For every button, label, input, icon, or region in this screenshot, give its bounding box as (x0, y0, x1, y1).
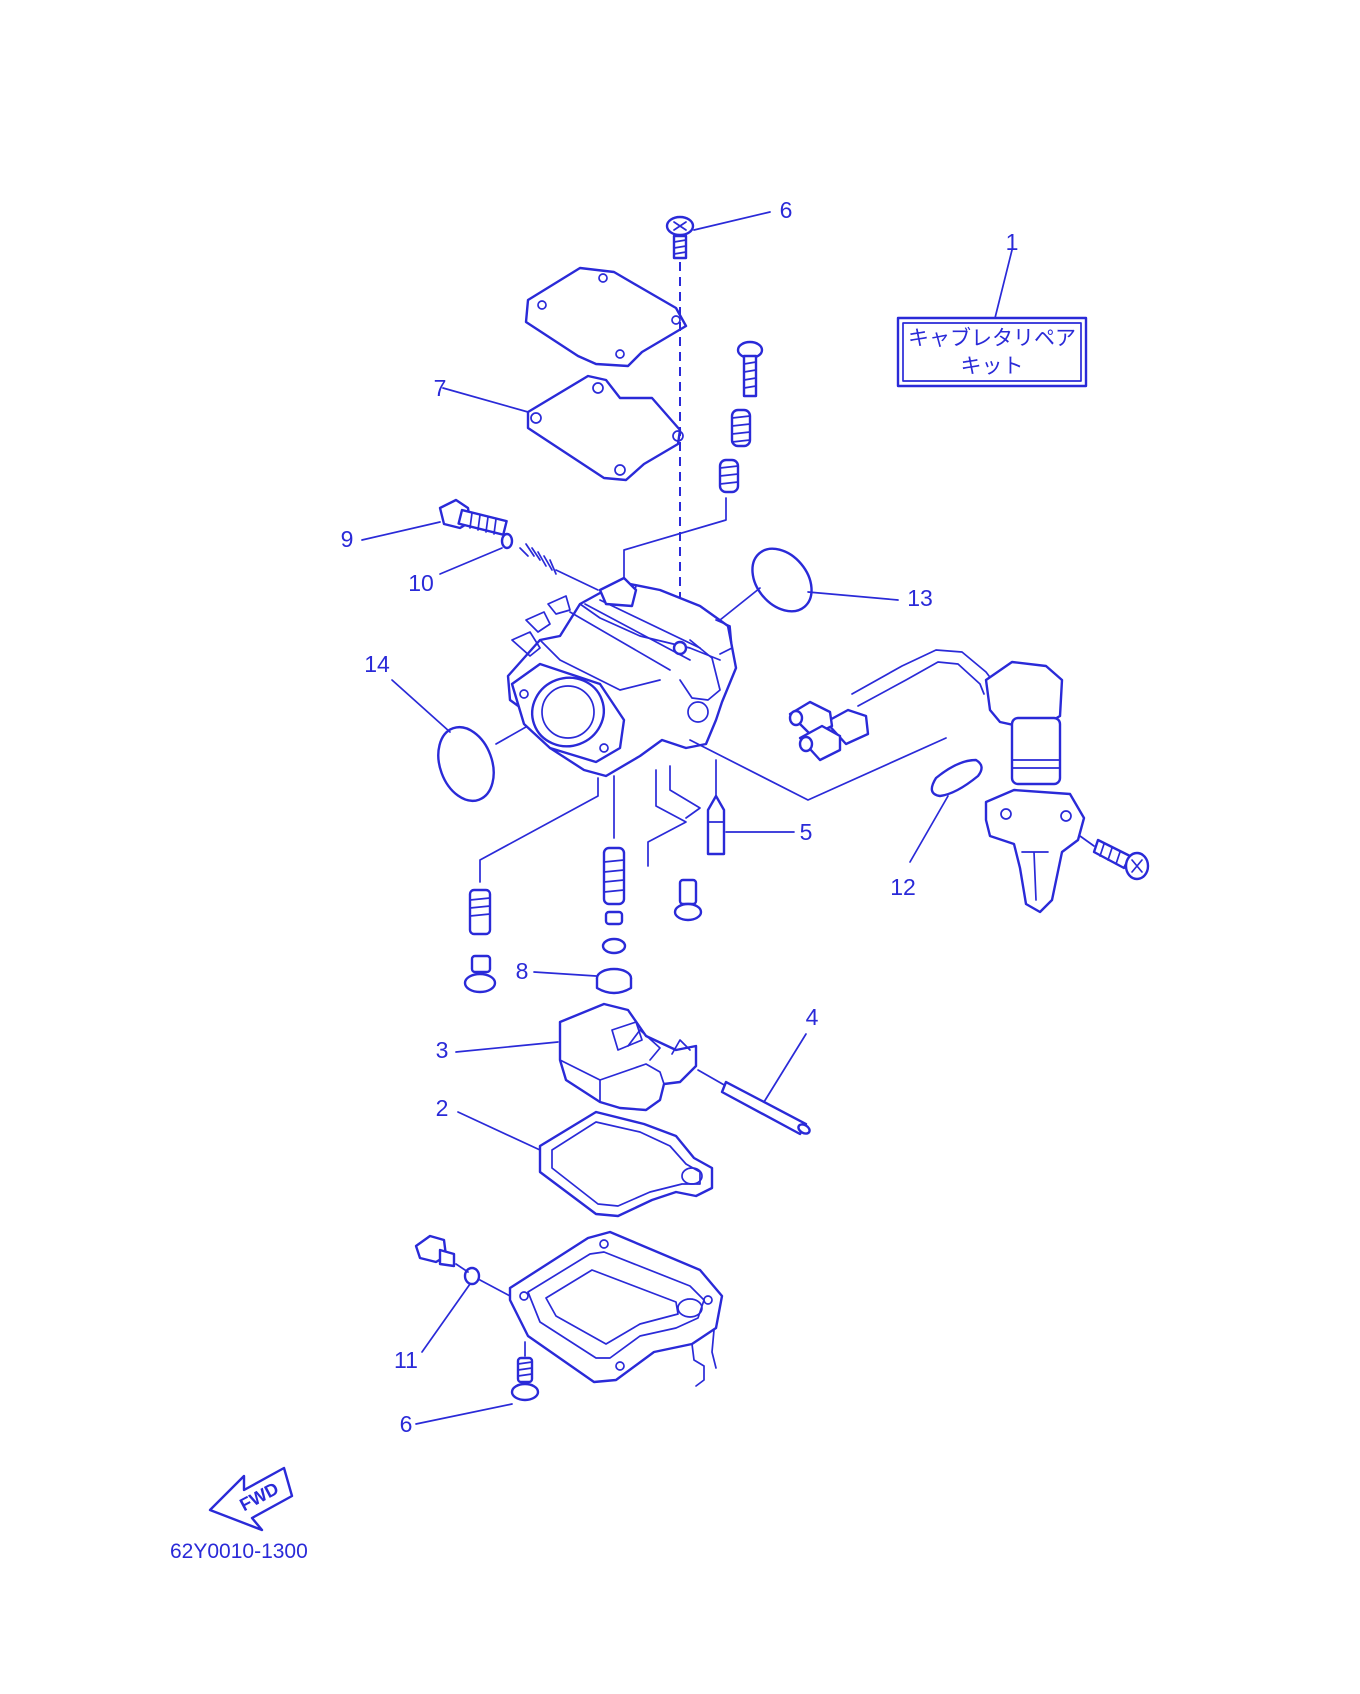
main-nozzle (602, 846, 626, 926)
callout-5: 5 (800, 819, 813, 845)
o-ring-13 (751, 547, 813, 613)
pilot-spring (718, 408, 752, 494)
leader-line-4 (763, 1033, 807, 1103)
leader-line-12 (909, 795, 949, 863)
leader-line-3 (455, 1041, 559, 1053)
leader-line-14 (391, 679, 451, 733)
callout-11: 11 (394, 1347, 418, 1373)
leader-line-7 (442, 387, 529, 413)
callout-12: 12 (890, 874, 916, 900)
repair-kit-box: キャブレタリペア キット (896, 316, 1088, 388)
enrichment-solenoid (788, 649, 1086, 914)
top-screw (665, 215, 695, 260)
main-jet-holder (463, 888, 497, 994)
callout-7: 7 (434, 375, 447, 401)
leader-line-8 (533, 971, 597, 977)
callout-6-top: 6 (780, 197, 793, 223)
float-chamber-gasket (538, 1110, 714, 1218)
diaphragm-cover (524, 266, 688, 368)
pilot-jet (673, 878, 703, 922)
solenoid-screw-axis (1079, 835, 1095, 847)
callout-8: 8 (516, 958, 529, 984)
o-ring-small (500, 532, 514, 550)
leader-line-2 (457, 1111, 541, 1151)
chamber-screw (510, 1356, 540, 1402)
callout-4: 4 (806, 1004, 819, 1030)
chamber-axis (479, 1279, 511, 1297)
pin-axis (697, 1069, 727, 1087)
throttle-stop-screw (438, 498, 508, 536)
drain-screw (414, 1234, 456, 1268)
drawing-code: 62Y0010-1300 (170, 1540, 308, 1563)
kit-label-line1: キャブレタリペア (908, 327, 1076, 350)
callout-9: 9 (341, 526, 354, 552)
leader-line-13-body (719, 587, 761, 621)
callout-1: 1 (1006, 229, 1019, 255)
leader-line-11 (421, 1283, 471, 1353)
diaphragm-gasket (526, 374, 682, 482)
leader-line-10 (439, 547, 503, 575)
leader-line-1 (994, 249, 1013, 319)
drain-screw-gasket (463, 1266, 481, 1286)
solenoid-screw (1092, 838, 1150, 881)
leader-line-6-bottom (415, 1403, 513, 1425)
nozzle-o-ring (601, 937, 627, 955)
leader-path-pilot (623, 497, 727, 579)
callout-13: 13 (907, 585, 933, 611)
float (558, 1002, 698, 1112)
pilot-screw (736, 340, 764, 398)
o-ring-14 (437, 726, 495, 802)
leader-line-9 (361, 521, 441, 541)
solenoid-gasket (930, 758, 983, 798)
callout-6-bottom: 6 (400, 1411, 413, 1437)
callout-10: 10 (408, 570, 434, 596)
leader-path-pilot-jet (647, 765, 701, 867)
leader-path-12-body (689, 737, 947, 801)
callout-3: 3 (436, 1037, 449, 1063)
fwd-arrow-icon: FWD (208, 1466, 294, 1532)
callout-14: 14 (364, 651, 390, 677)
float-pin (720, 1080, 811, 1136)
drain-axis (455, 1263, 469, 1273)
throttle-spring (519, 543, 599, 591)
float-chamber (508, 1230, 724, 1387)
needle-valve (706, 794, 726, 856)
leader-line-6-top (693, 211, 771, 231)
carburetor-body (506, 576, 738, 778)
plug (595, 967, 633, 995)
kit-label-line2: キット (961, 355, 1024, 378)
callout-2: 2 (436, 1095, 449, 1121)
leader-line-13 (807, 591, 899, 601)
leader-path-main-jet-holder (479, 777, 599, 883)
